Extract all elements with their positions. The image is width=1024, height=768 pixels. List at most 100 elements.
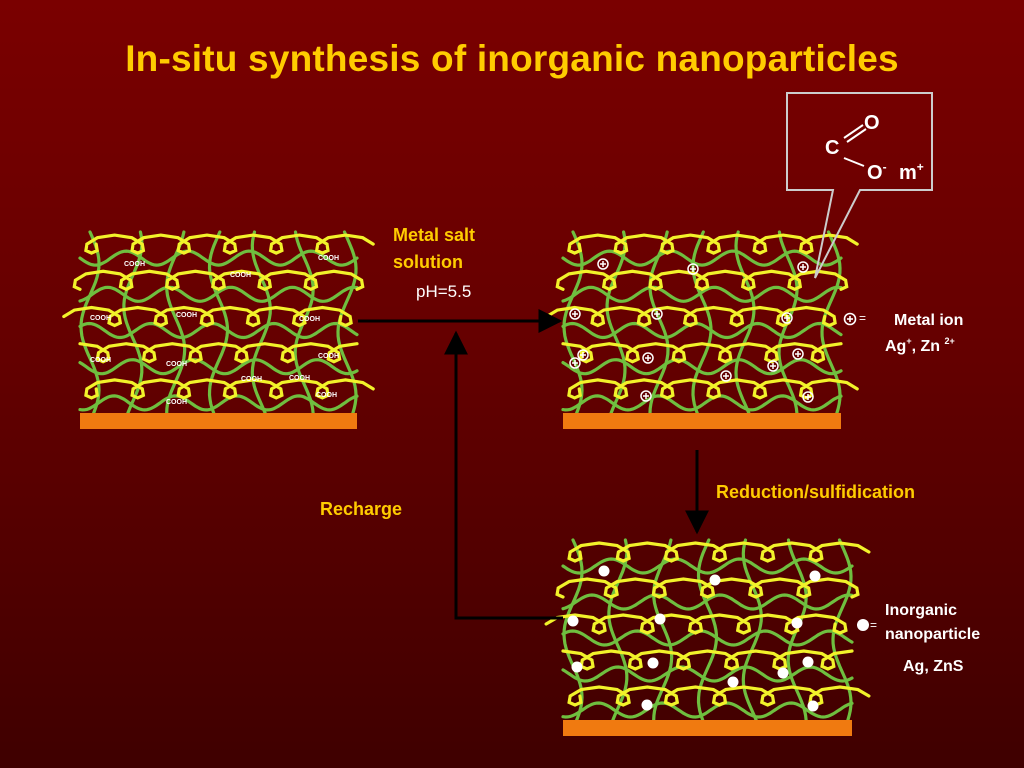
metal-ion-marker bbox=[767, 360, 779, 372]
nanoparticle-legend-species: Ag, ZnS bbox=[903, 658, 964, 675]
substrate-left bbox=[80, 413, 357, 429]
cooh-label: COOH bbox=[230, 272, 251, 279]
nanoparticle-dot bbox=[807, 700, 819, 712]
yellow-chain bbox=[62, 305, 353, 328]
recharge-label: Recharge bbox=[320, 499, 403, 519]
metal-ion-marker bbox=[781, 312, 793, 324]
green-chain bbox=[561, 358, 843, 376]
yellow-chain bbox=[78, 342, 359, 364]
green-chain bbox=[561, 629, 854, 647]
green-chain bbox=[561, 557, 854, 575]
yellow-chain bbox=[555, 577, 860, 599]
yellow-chain bbox=[567, 685, 871, 707]
green-strand bbox=[250, 230, 272, 415]
green-chain bbox=[561, 285, 843, 303]
cooh-label: COOH bbox=[176, 312, 197, 319]
nanoparticle-dot bbox=[598, 565, 610, 577]
callout-oxygen-minus: O- bbox=[867, 160, 887, 184]
polymer-brush-panel-nanoparticles bbox=[544, 538, 871, 722]
recharge-arrow bbox=[444, 330, 563, 620]
cooh-label: COOH bbox=[166, 399, 187, 406]
cooh-label: COOH bbox=[299, 316, 320, 323]
cooh-label: COOH bbox=[90, 357, 111, 364]
green-chain bbox=[561, 321, 843, 340]
yellow-chain bbox=[72, 269, 365, 292]
nanoparticle-dot bbox=[727, 676, 739, 688]
green-strand bbox=[605, 230, 627, 415]
yellow-chain bbox=[544, 613, 848, 635]
green-chain bbox=[78, 285, 359, 303]
nanoparticle-dot bbox=[791, 617, 803, 629]
cooh-label: COOH bbox=[90, 315, 111, 322]
nanoparticle-legend-symbol bbox=[857, 619, 869, 631]
carboxylate-callout bbox=[786, 92, 933, 279]
cooh-label: COOH bbox=[318, 353, 339, 360]
yellow-chain bbox=[545, 305, 837, 328]
green-strand bbox=[122, 230, 144, 415]
metal-ion-marker bbox=[569, 357, 581, 369]
metal-ion-legend-symbol bbox=[843, 312, 857, 326]
metal-ion-legend-equals: = bbox=[859, 311, 867, 325]
green-chain bbox=[78, 249, 359, 267]
green-chain bbox=[561, 593, 854, 611]
substrate-right-bottom bbox=[563, 720, 852, 736]
green-strand bbox=[607, 538, 629, 722]
metal-ion-marker bbox=[597, 258, 609, 270]
cooh-label: COOH bbox=[318, 255, 339, 262]
substrate-right-top bbox=[563, 413, 841, 429]
nanoparticle-dot bbox=[567, 615, 579, 627]
reduction-label: Reduction/sulfidication bbox=[716, 482, 916, 502]
yellow-chain bbox=[84, 233, 375, 255]
metal-ion-marker bbox=[802, 391, 814, 403]
yellow-chain bbox=[84, 378, 375, 400]
green-chain bbox=[78, 321, 359, 340]
nanoparticle-dot bbox=[809, 570, 821, 582]
callout-oxygen-double: O bbox=[864, 112, 880, 134]
metal-ion-marker bbox=[792, 348, 804, 360]
green-chain bbox=[78, 358, 359, 376]
yellow-chain bbox=[567, 378, 859, 400]
callout-carbon: C bbox=[825, 137, 840, 159]
polymer-brush-panel-cooh bbox=[62, 230, 375, 415]
nanoparticle-dot bbox=[802, 656, 814, 668]
green-chain bbox=[561, 394, 843, 412]
metal-ion-marker bbox=[640, 390, 652, 402]
metal-ion-marker bbox=[577, 349, 589, 361]
metal-ion-legend-title: Metal ion bbox=[894, 312, 964, 329]
polymer-brush-panel-metal-ions bbox=[545, 230, 859, 415]
metal-salt-label-line2: solution bbox=[393, 252, 463, 272]
metal-ion-marker bbox=[642, 352, 654, 364]
cooh-label: COOH bbox=[166, 361, 187, 368]
metal-ion-marker bbox=[651, 308, 663, 320]
metal-salt-label-line1: Metal salt bbox=[393, 225, 476, 245]
green-chain bbox=[78, 394, 359, 412]
cooh-label: COOH bbox=[124, 261, 145, 268]
metal-ion-marker bbox=[797, 261, 809, 273]
green-chain bbox=[561, 249, 843, 267]
green-chain bbox=[561, 701, 854, 719]
metal-ion-legend-species: Ag+, Zn 2+ bbox=[885, 336, 955, 355]
yellow-chain bbox=[555, 269, 849, 292]
page-title: In-situ synthesis of inorganic nanoparti… bbox=[125, 38, 899, 79]
yellow-chain bbox=[561, 342, 843, 364]
nanoparticle-legend-line2: nanoparticle bbox=[885, 626, 981, 643]
yellow-chain bbox=[567, 541, 871, 563]
nanoparticle-dot bbox=[641, 699, 653, 711]
cooh-label: COOH bbox=[241, 376, 262, 383]
green-strand bbox=[734, 230, 756, 415]
nanoparticle-dot bbox=[654, 613, 666, 625]
green-strand bbox=[741, 538, 763, 722]
cooh-label: COOH bbox=[289, 375, 310, 382]
metal-ion-marker bbox=[569, 308, 581, 320]
nanoparticle-dot bbox=[647, 657, 659, 669]
ph-label: pH=5.5 bbox=[416, 282, 472, 301]
metal-ion-marker bbox=[687, 263, 699, 275]
green-chain bbox=[561, 665, 854, 683]
nanoparticle-dot bbox=[777, 667, 789, 679]
callout-metal-plus: m+ bbox=[899, 160, 924, 184]
nanoparticle-legend-equals: = bbox=[870, 618, 878, 632]
yellow-chain bbox=[561, 649, 854, 671]
nanoparticle-dot bbox=[709, 574, 721, 586]
metal-ion-marker bbox=[720, 370, 732, 382]
